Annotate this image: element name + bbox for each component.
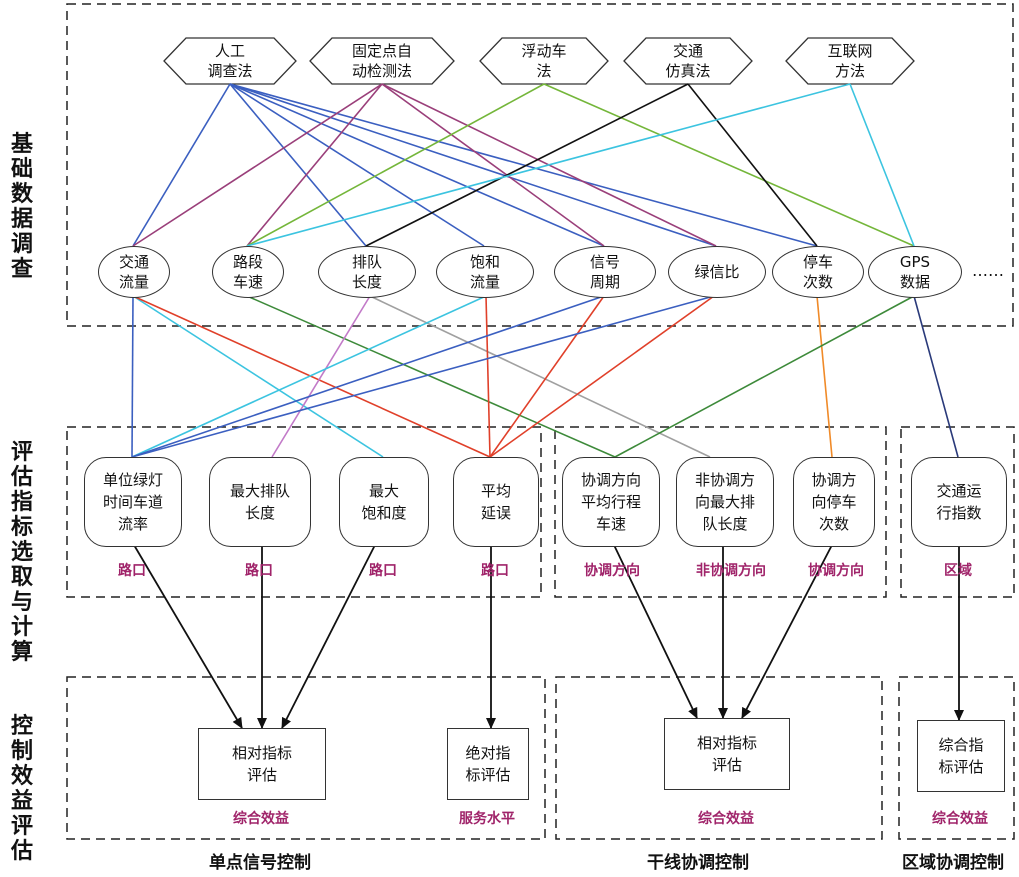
eval-relative-intersection: 相对指标 评估 xyxy=(198,728,326,800)
eval-note-2: 服务水平 xyxy=(459,811,515,827)
edge-d3-i2 xyxy=(271,295,371,458)
scope-label-1: 路口 xyxy=(118,563,146,579)
edge-m4-d3 xyxy=(365,83,689,247)
connection-lines xyxy=(131,83,959,458)
indicator-frame-arterial xyxy=(554,426,887,598)
method-hexagon-4 xyxy=(623,37,753,85)
method-hexagon-3 xyxy=(479,37,609,85)
data-queue-length: 排队 长度 xyxy=(318,246,416,298)
scope-label-5: 协调方向 xyxy=(584,563,640,579)
indicator-frame-intersection xyxy=(66,426,542,598)
data-traffic-volume: 交通 流量 xyxy=(98,246,170,298)
indicator-max-queue: 最大排队 长度 xyxy=(209,457,311,547)
edge-d8-i8 xyxy=(913,295,959,458)
benefit-frame-region xyxy=(898,676,1015,840)
edge-d8-i5 xyxy=(614,295,915,458)
method-fixed-detection: 固定点自 动检测法 xyxy=(351,42,412,80)
indicator-green-flow-rate: 单位绿灯 时间车道 流率 xyxy=(84,457,182,547)
edge-m1-d6 xyxy=(229,83,717,247)
method-shapes xyxy=(163,37,915,85)
edge-d1-i3 xyxy=(132,295,384,458)
edge-d1-i1 xyxy=(131,295,134,458)
data-ellipsis: …… xyxy=(972,261,1004,280)
eval-note-1: 综合效益 xyxy=(233,811,289,827)
edge-m3-d8 xyxy=(543,83,915,247)
indicator-noncoord-queue: 非协调方 向最大排 队长度 xyxy=(676,457,774,547)
data-signal-cycle: 信号 周期 xyxy=(554,246,656,298)
indicator-avg-delay: 平均 延误 xyxy=(453,457,539,547)
eval-note-3: 综合效益 xyxy=(698,811,754,827)
edge-d6-i1 xyxy=(131,295,715,458)
flow-arrow-7 xyxy=(741,544,833,719)
indicator-frame-region xyxy=(900,426,1015,598)
scope-label-8: 区域 xyxy=(944,563,972,579)
basic-data-frame xyxy=(66,3,1014,327)
edge-d4-i4 xyxy=(485,295,491,458)
method-manual-survey: 人工 调查法 xyxy=(207,42,253,80)
method-internet: 互联网 方法 xyxy=(827,42,873,80)
method-hexagon-5 xyxy=(785,37,915,85)
scope-label-3: 路口 xyxy=(369,563,397,579)
section-label-benefit: 控制 效益 评估 xyxy=(10,714,33,864)
data-saturation-flow: 饱和 流量 xyxy=(436,246,534,298)
control-region: 区域协调控制 xyxy=(902,853,1004,873)
edge-d5-i4 xyxy=(489,295,605,458)
data-link-speed: 路段 车速 xyxy=(212,246,284,298)
flow-arrow-5 xyxy=(613,544,698,719)
data-green-ratio: 绿信比 xyxy=(668,246,766,298)
edge-d5-i1 xyxy=(131,295,605,458)
edge-d7-i7 xyxy=(816,295,833,458)
edge-m1-d4 xyxy=(229,83,485,247)
eval-note-4: 综合效益 xyxy=(932,811,988,827)
edge-m2-d5 xyxy=(381,83,605,247)
scope-label-2: 路口 xyxy=(245,563,273,579)
edge-m2-d2 xyxy=(246,83,383,247)
edge-m4-d7 xyxy=(687,83,818,247)
section-label-indicator: 评估 指标 选取 与 计算 xyxy=(10,440,33,665)
indicator-traffic-index: 交通运 行指数 xyxy=(911,457,1007,547)
method-hexagon-1 xyxy=(163,37,297,85)
scope-label-4: 路口 xyxy=(481,563,509,579)
arrow-lines xyxy=(133,544,964,729)
control-arterial: 干线协调控制 xyxy=(647,853,749,873)
eval-absolute-intersection: 绝对指 标评估 xyxy=(447,728,529,800)
section-label-basic-data: 基础 数据 调查 xyxy=(10,132,33,282)
edge-m1-d3 xyxy=(229,83,367,247)
edge-d4-i1 xyxy=(131,295,487,458)
edge-m3-d2 xyxy=(246,83,545,247)
method-hexagon-2 xyxy=(309,37,455,85)
flow-arrow-1 xyxy=(133,544,243,729)
edge-m5-d8 xyxy=(849,83,915,247)
edge-d2-i5 xyxy=(246,295,616,458)
method-traffic-simulation: 交通 仿真法 xyxy=(665,42,711,80)
benefit-frame-intersection xyxy=(66,676,546,840)
edge-m1-d7 xyxy=(229,83,818,247)
indicator-coord-speed: 协调方向 平均行程 车速 xyxy=(562,457,660,547)
method-floating-car: 浮动车 法 xyxy=(521,42,567,80)
benefit-frame-arterial xyxy=(555,676,883,840)
scope-label-6: 非协调方向 xyxy=(696,563,766,579)
data-gps: GPS 数据 xyxy=(868,246,962,298)
indicator-coord-stops: 协调方 向停车 次数 xyxy=(793,457,875,547)
edge-d1-i4 xyxy=(132,295,491,458)
section-frames xyxy=(66,3,1015,840)
edge-m1-d1 xyxy=(132,83,231,247)
edge-m2-d1 xyxy=(132,83,383,247)
edge-m1-d5 xyxy=(229,83,605,247)
edge-m5-d2 xyxy=(246,83,851,247)
control-single-point: 单点信号控制 xyxy=(209,853,311,873)
data-stop-count: 停车 次数 xyxy=(772,246,864,298)
scope-label-7: 协调方向 xyxy=(808,563,864,579)
eval-relative-arterial: 相对指标 评估 xyxy=(664,718,790,790)
edge-d6-i4 xyxy=(489,295,715,458)
eval-composite-region: 综合指 标评估 xyxy=(917,720,1005,792)
indicator-max-saturation: 最大 饱和度 xyxy=(339,457,429,547)
flow-arrow-3 xyxy=(281,544,376,729)
